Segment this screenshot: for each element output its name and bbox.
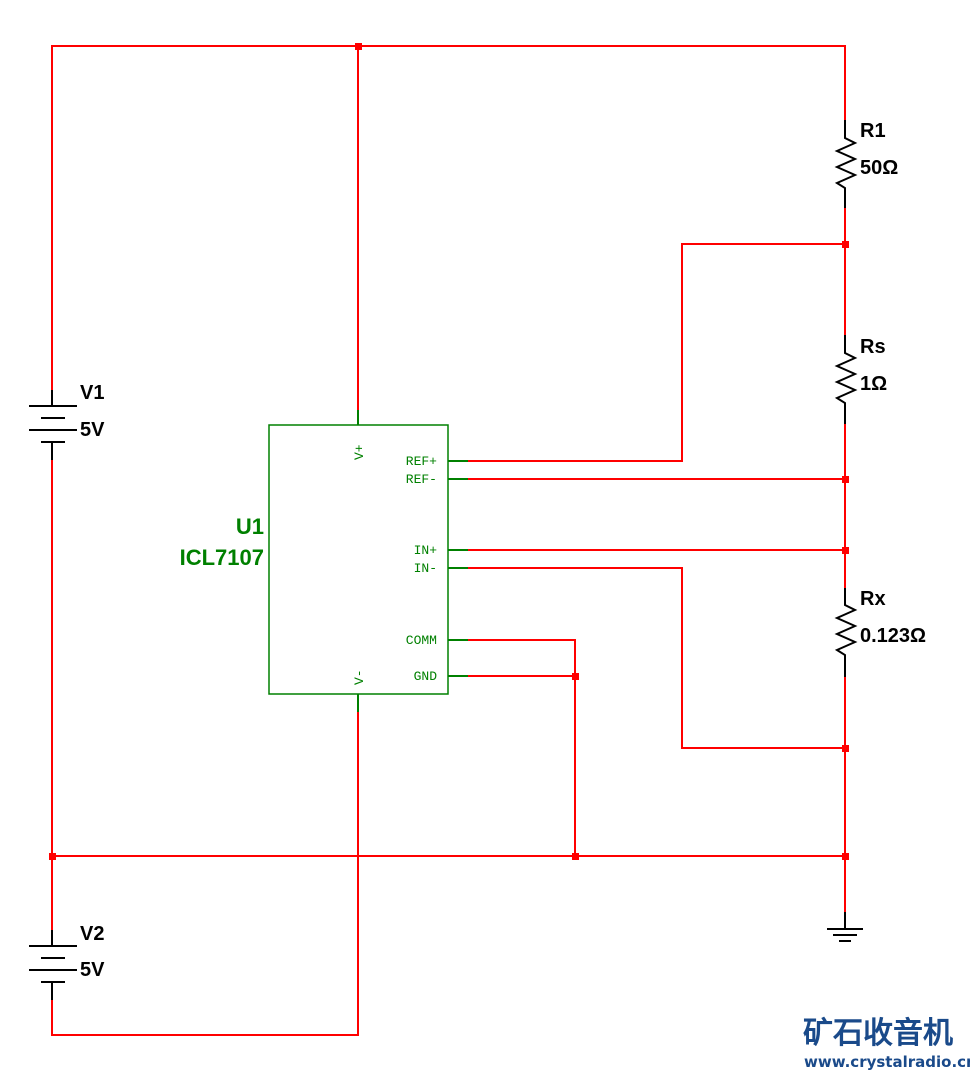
junction-dot — [842, 853, 849, 860]
junction-dot — [842, 241, 849, 248]
watermark: 矿石收音机 www.crystalradio.cn — [803, 1016, 970, 1071]
wire-inminus — [467, 567, 845, 749]
wire-refplus — [467, 243, 845, 462]
junction-dot — [842, 745, 849, 752]
pin-label-comm: COMM — [406, 633, 437, 648]
wire-comm — [467, 639, 576, 856]
rx-value-label: 0.123Ω — [860, 625, 926, 647]
pin-label-vplus: V+ — [352, 444, 367, 460]
junction-dot — [49, 853, 56, 860]
wires — [51, 45, 846, 1036]
r1-value-label: 50Ω — [860, 157, 898, 179]
rx-ref-label: Rx — [860, 588, 886, 610]
junction-dot — [842, 476, 849, 483]
pin-label-inminus: IN- — [414, 561, 437, 576]
ground-icon — [827, 912, 863, 942]
wire-top-rail — [51, 45, 846, 405]
wire-vminus — [51, 712, 359, 1036]
rs-ref-label: Rs — [860, 336, 886, 358]
pin-label-refminus: REF- — [406, 472, 437, 487]
battery-v2[interactable]: V2 5V — [29, 923, 105, 1000]
v2-ref-label: V2 — [80, 923, 104, 945]
junction-dot — [842, 547, 849, 554]
battery-v1[interactable]: V1 5V — [29, 382, 105, 460]
r1-ref-label: R1 — [860, 120, 886, 142]
u1-value-label: ICL7107 — [180, 545, 264, 570]
resistor-rs[interactable]: Rs 1Ω — [834, 335, 887, 424]
v1-value-label: 5V — [80, 419, 105, 441]
ic-body — [268, 424, 449, 695]
junction-dot — [572, 673, 579, 680]
v1-ref-label: V1 — [80, 382, 104, 404]
pin-label-vminus: V- — [352, 669, 367, 685]
pin-label-refplus: REF+ — [406, 454, 437, 469]
pin-label-inplus: IN+ — [414, 543, 438, 558]
pin-label-gnd: GND — [414, 669, 438, 684]
junction-dot — [355, 43, 362, 50]
v2-value-label: 5V — [80, 959, 105, 981]
rs-value-label: 1Ω — [860, 373, 887, 395]
resistor-rx[interactable]: Rx 0.123Ω — [834, 588, 926, 677]
junction-dot — [572, 853, 579, 860]
watermark-url: www.crystalradio.cn — [804, 1053, 970, 1071]
watermark-title: 矿石收音机 — [803, 1016, 953, 1051]
u1-ref-label: U1 — [236, 514, 264, 539]
ic-u1[interactable]: V+ V- REF+ REF- IN+ IN- COMM GND U1 ICL7… — [180, 410, 468, 712]
junctions — [49, 43, 849, 860]
resistor-r1[interactable]: R1 50Ω — [834, 120, 898, 208]
